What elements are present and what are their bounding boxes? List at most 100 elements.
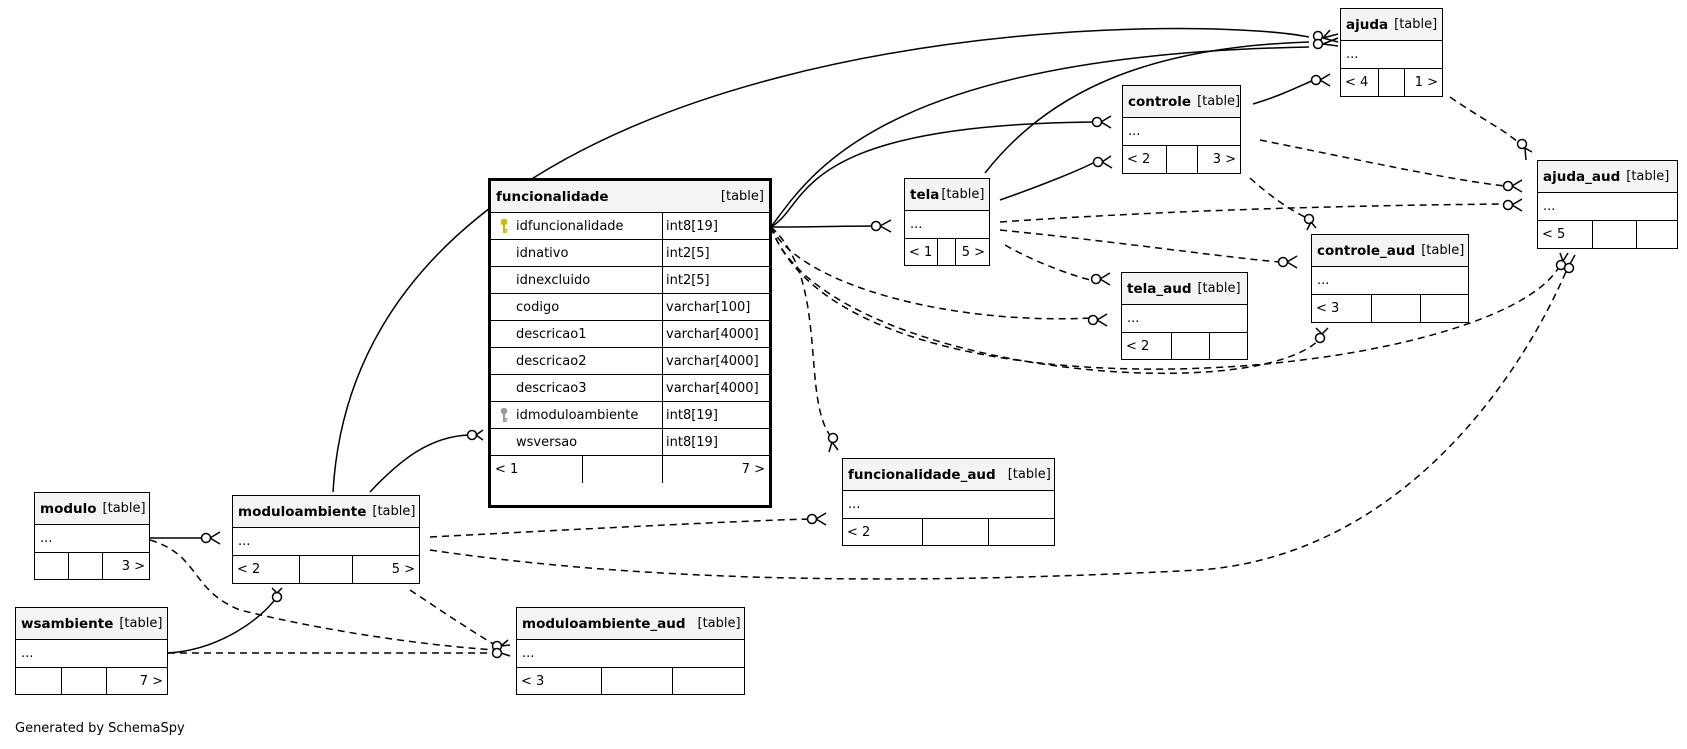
- footer-middle: [583, 456, 663, 483]
- footer-parents[interactable]: < 1: [905, 239, 938, 266]
- table-name: tela_aud: [1127, 280, 1192, 297]
- rel-moduloambiente-ajuda: [332, 27, 1310, 493]
- footer-children[interactable]: 3 >: [121, 559, 145, 574]
- table-ajuda_aud[interactable]: ajuda_aud[table] ... < 5: [1537, 160, 1678, 249]
- column-name-cell: descricao1: [491, 321, 663, 347]
- rel-tela-controle_aud: [999, 229, 1281, 263]
- footer-children[interactable]: 7 >: [139, 674, 163, 689]
- rel-moduloambiente-ajuda_aud: [429, 266, 1569, 580]
- footer-parents[interactable]: < 2: [843, 519, 923, 546]
- table-footer: < 4 1 >: [1341, 69, 1442, 96]
- column-row[interactable]: descricao1 varchar[4000]: [491, 321, 769, 348]
- table-name: ajuda_aud: [1543, 168, 1621, 185]
- table-footer: < 3: [517, 668, 744, 695]
- table-header: controle_aud[table]: [1312, 235, 1468, 267]
- footer-parents[interactable]: < 1: [491, 456, 583, 483]
- table-kind: [table]: [1394, 17, 1438, 32]
- table-body: ...: [517, 640, 744, 668]
- table-modulo[interactable]: modulo[table] ... 3 >: [34, 492, 150, 580]
- footer-parents[interactable]: < 4: [1341, 69, 1379, 96]
- table-controle_aud[interactable]: controle_aud[table] ... < 3: [1311, 234, 1469, 323]
- footer-parents: [16, 668, 62, 695]
- rel-controle-controle_aud: [1249, 177, 1308, 219]
- column-type: int2[5]: [666, 245, 710, 261]
- footer-parents[interactable]: < 5: [1538, 221, 1593, 248]
- footer-parents[interactable]: < 3: [517, 668, 602, 695]
- table-name: ajuda: [1346, 16, 1389, 33]
- footer-children[interactable]: 5 >: [961, 245, 985, 260]
- table-footer: < 2 5 >: [233, 556, 419, 583]
- column-name-cell: idmoduloambiente: [491, 402, 663, 428]
- rel-tela-tela_aud: [1004, 244, 1096, 282]
- table-header: moduloambiente[table]: [233, 496, 419, 528]
- table-body: ...: [16, 640, 167, 668]
- table-name: wsambiente: [21, 615, 114, 632]
- footer-parents[interactable]: < 2: [1123, 146, 1167, 173]
- table-name: controle: [1128, 93, 1192, 110]
- table-kind: [table]: [1007, 467, 1051, 482]
- table-funcionalidade_aud[interactable]: funcionalidade_aud[table] ... < 2: [842, 458, 1055, 546]
- end-circle: [200, 532, 212, 544]
- end-circle: [1092, 156, 1104, 168]
- column-name: idnativo: [516, 245, 569, 261]
- column-name: descricao1: [516, 326, 587, 342]
- column-type: int2[5]: [666, 272, 710, 288]
- footer-middle: [1372, 295, 1421, 322]
- rel-ajuda-ajuda_aud: [1449, 96, 1521, 145]
- column-row[interactable]: descricao2 varchar[4000]: [491, 348, 769, 375]
- column-type: int8[19]: [666, 218, 718, 234]
- column-row[interactable]: idnativo int2[5]: [491, 240, 769, 267]
- end-circle: [1314, 332, 1326, 344]
- table-tela_aud[interactable]: tela_aud[table] ... < 2: [1121, 272, 1248, 360]
- footer-children: [989, 519, 1054, 546]
- footer-middle: [1172, 333, 1210, 360]
- column-name: descricao3: [516, 380, 587, 396]
- column-name-cell: idfuncionalidade: [491, 213, 663, 239]
- column-name: descricao2: [516, 353, 587, 369]
- table-header: moduloambiente_aud[table]: [517, 608, 744, 640]
- table-name: tela: [910, 186, 940, 203]
- rel-controle-ajuda: [1252, 79, 1315, 105]
- rel-wsambiente-moduloambiente: [167, 597, 277, 654]
- column-type: varchar[4000]: [666, 326, 759, 342]
- rel-moduloambiente-funcionalidade_aud: [429, 518, 813, 538]
- table-name: funcionalidade_aud: [848, 466, 996, 483]
- table-kind: [table]: [1421, 243, 1465, 258]
- footer-children: [1637, 221, 1677, 248]
- rel-tela-controle: [999, 161, 1096, 201]
- table-wsambiente[interactable]: wsambiente[table] ... 7 >: [15, 607, 168, 695]
- footer-children[interactable]: 7 >: [741, 462, 765, 477]
- footer-children[interactable]: 5 >: [391, 562, 415, 577]
- rel-moduloambiente-moduloambiente_aud: [409, 589, 496, 646]
- rel-tela-ajuda_aud: [999, 203, 1506, 223]
- rel-funcionalidade-funcionalidade_aud: [770, 226, 833, 439]
- column-name-cell: idnativo: [491, 240, 663, 266]
- footer-parents[interactable]: < 3: [1312, 295, 1372, 322]
- table-name: funcionalidade: [496, 188, 609, 205]
- footer-parents[interactable]: < 2: [233, 556, 300, 583]
- footer-children[interactable]: 3 >: [1212, 152, 1236, 167]
- table-name: modulo: [40, 500, 97, 517]
- rel-tela-ajuda: [984, 41, 1310, 174]
- column-type: varchar[4000]: [666, 353, 759, 369]
- table-header: ajuda [table]: [1341, 9, 1442, 41]
- footer-parents[interactable]: < 2: [1122, 333, 1172, 360]
- primary-key-icon: [496, 218, 512, 234]
- table-name: moduloambiente: [238, 503, 367, 520]
- table-body: ...: [1538, 193, 1677, 221]
- table-moduloambiente_aud[interactable]: moduloambiente_aud[table] ... < 3: [516, 607, 745, 695]
- end-circle: [1516, 138, 1528, 150]
- footer-children[interactable]: 1 >: [1414, 75, 1438, 90]
- footer-children: [1421, 295, 1468, 322]
